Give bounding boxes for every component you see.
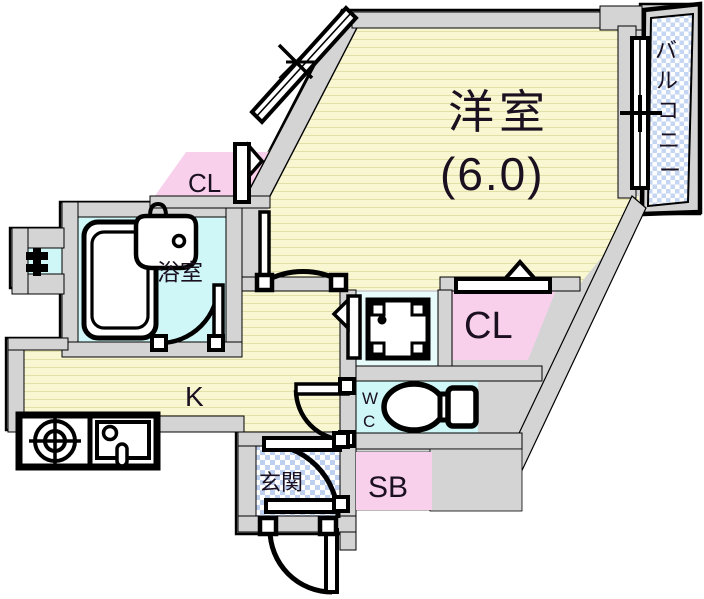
label-closet-upper: CL [188,168,221,198]
label-main-room-size: (6.0) [440,148,545,200]
closet-upper-door[interactable] [233,141,265,204]
entrance-front-door[interactable] [257,515,339,595]
entrance-inner-door[interactable] [262,431,350,519]
washer-pan-icon [365,297,431,361]
room-closet-right [452,290,556,360]
balcony-char-2: コ [657,98,679,123]
closet-right-door[interactable] [454,258,552,294]
label-bathroom: 浴室 [157,259,203,285]
room-main-room [268,26,639,290]
label-main-room: 洋室 [448,86,550,138]
washbasin-icon [133,201,199,271]
label-toilet-c: C [363,412,375,431]
kitchen-counter [15,411,161,471]
balcony-char-3: ニ [658,128,680,153]
label-balcony: バ ル コ ニ ー [655,38,681,183]
balcony-window-icon [620,36,662,190]
main-room-door[interactable] [254,210,349,293]
washer-area-door[interactable] [331,294,362,360]
label-shoe-box: SB [368,471,408,504]
shoe-box-fill [356,452,432,510]
balcony-char-0: バ [655,38,677,63]
balcony-char-4: ー [659,158,681,183]
bathroom-window-icon [26,248,48,276]
corridor [242,290,340,435]
toilet-bowl-icon [381,381,479,433]
bathroom-door[interactable] [150,283,225,352]
label-toilet-w: W [362,389,378,408]
kitchen-sink-icon [87,413,159,469]
balcony-char-1: ル [656,68,678,93]
diagonal-window-icon [249,5,359,125]
label-closet-right: CL [464,305,513,347]
label-entrance: 玄関 [259,470,303,495]
label-kitchen: K [185,381,204,412]
gas-stove-icon [17,413,93,469]
